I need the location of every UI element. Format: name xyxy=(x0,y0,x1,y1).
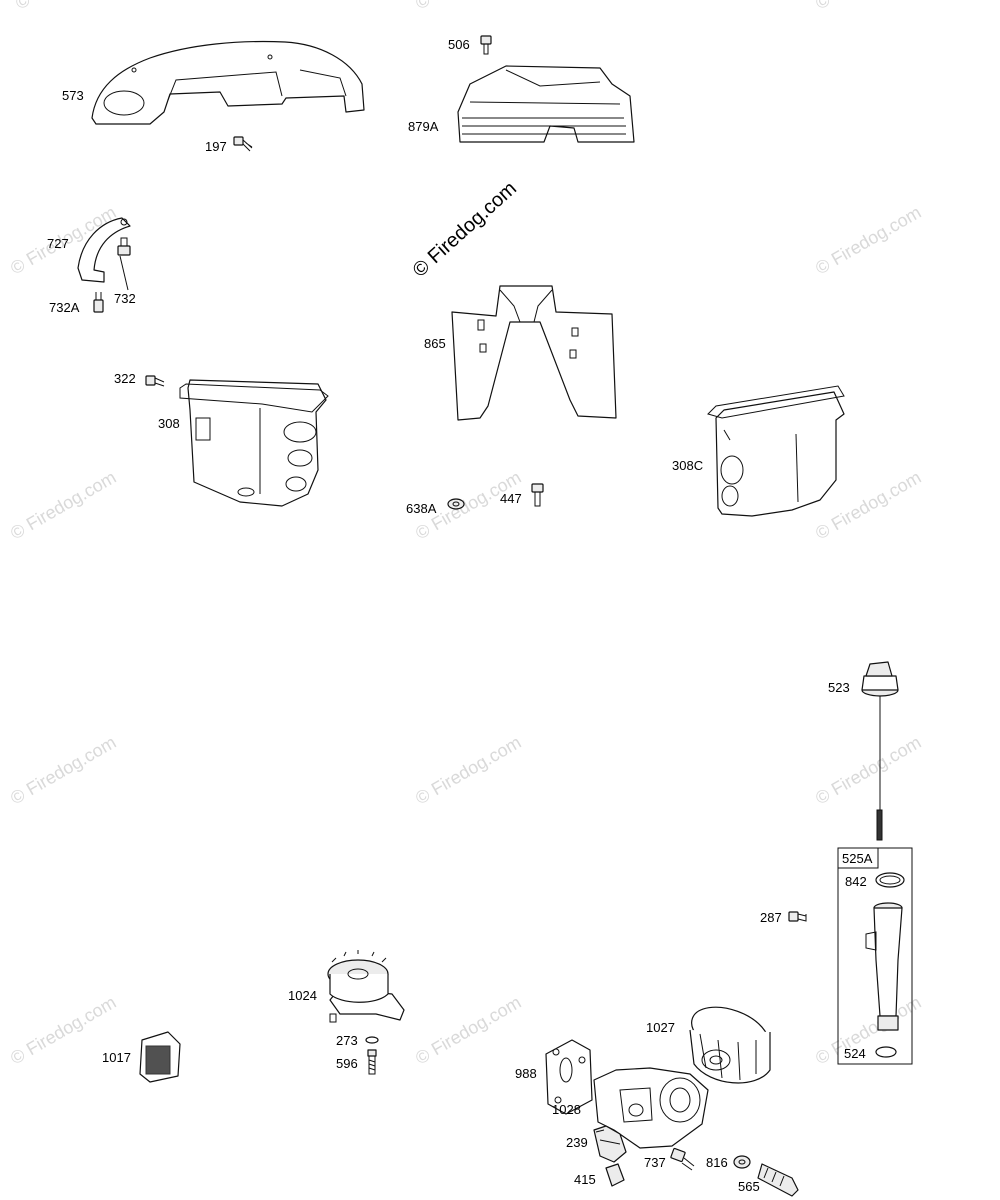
part-727-clamp[interactable] xyxy=(77,217,131,283)
part-506-screw[interactable] xyxy=(480,35,492,55)
callout-565: 565 xyxy=(738,1179,760,1194)
part-573-baffle[interactable] xyxy=(91,40,365,125)
part-842-oring[interactable] xyxy=(875,872,905,888)
callout-273: 273 xyxy=(336,1033,358,1048)
watermark: © Firedog.com xyxy=(812,202,924,278)
part-273-washer[interactable] xyxy=(365,1036,379,1044)
callout-596: 596 xyxy=(336,1056,358,1071)
callout-1027: 1027 xyxy=(646,1020,675,1035)
part-865-shield[interactable] xyxy=(451,285,617,421)
watermark: © Firedog.com xyxy=(7,732,119,808)
callout-308: 308 xyxy=(158,416,180,431)
callout-322: 322 xyxy=(114,371,136,386)
part-239-switch[interactable] xyxy=(593,1125,627,1163)
callout-239: 239 xyxy=(566,1135,588,1150)
watermark: © Firedog.com xyxy=(412,0,524,13)
part-879A-shield[interactable] xyxy=(457,65,635,143)
part-816-washer[interactable] xyxy=(733,1155,751,1169)
callout-727: 727 xyxy=(47,236,69,251)
part-197-screw[interactable] xyxy=(233,136,253,152)
watermark: © Firedog.com xyxy=(812,992,924,1068)
part-287-screw[interactable] xyxy=(788,911,807,922)
part-523-dipstick[interactable] xyxy=(861,661,899,841)
watermark: © Firedog.com xyxy=(412,992,524,1068)
watermark: © Firedog.com xyxy=(12,0,124,13)
callout-737: 737 xyxy=(644,1155,666,1170)
part-524-tube[interactable] xyxy=(865,902,903,1058)
part-447-screw[interactable] xyxy=(531,483,544,507)
callout-1024: 1024 xyxy=(288,988,317,1003)
part-322-screw[interactable] xyxy=(145,375,165,387)
part-638A-washer[interactable] xyxy=(447,498,465,510)
callout-523: 523 xyxy=(828,680,850,695)
watermark-main: © Firedog.com xyxy=(409,177,521,281)
callout-879A: 879A xyxy=(408,119,439,134)
part-732-nut[interactable] xyxy=(117,237,131,291)
part-732A-screw[interactable] xyxy=(93,292,104,313)
callout-638A: 638A xyxy=(406,501,437,516)
callout-197: 197 xyxy=(205,139,227,154)
callout-524: 524 xyxy=(844,1046,866,1061)
watermark: © Firedog.com xyxy=(412,732,524,808)
part-737-screw[interactable] xyxy=(670,1147,695,1171)
callout-816: 816 xyxy=(706,1155,728,1170)
watermark: © Firedog.com xyxy=(812,0,924,13)
part-525A-kit-box[interactable] xyxy=(837,847,913,1065)
callout-573: 573 xyxy=(62,88,84,103)
callout-506: 506 xyxy=(448,37,470,52)
part-415-plug[interactable] xyxy=(605,1163,625,1187)
part-1024-oil-pump[interactable] xyxy=(327,950,405,1023)
part-596-bolt[interactable] xyxy=(367,1049,377,1075)
callout-842: 842 xyxy=(845,874,867,889)
watermark: © Firedog.com xyxy=(7,467,119,543)
callout-988: 988 xyxy=(515,1066,537,1081)
watermark-layer: © Firedog.com © Firedog.com © Firedog.co… xyxy=(7,0,924,1068)
part-1017-screen[interactable] xyxy=(139,1031,181,1083)
callout-1028: 1028 xyxy=(552,1102,581,1117)
callout-865: 865 xyxy=(424,336,446,351)
callout-308C: 308C xyxy=(672,458,703,473)
part-1027-oil-filter[interactable] xyxy=(685,998,775,1084)
callout-415: 415 xyxy=(574,1172,596,1187)
part-308-shield[interactable] xyxy=(179,379,329,507)
part-988-gasket[interactable] xyxy=(545,1039,593,1115)
callout-287: 287 xyxy=(760,910,782,925)
callout-732: 732 xyxy=(114,291,136,306)
part-565-nipple[interactable] xyxy=(757,1163,799,1197)
watermark: © Firedog.com xyxy=(812,732,924,808)
callout-525A: 525A xyxy=(842,851,873,866)
part-308C-shield[interactable] xyxy=(707,385,845,517)
callout-1017: 1017 xyxy=(102,1050,131,1065)
callout-732A: 732A xyxy=(49,300,80,315)
callout-447: 447 xyxy=(500,491,522,506)
